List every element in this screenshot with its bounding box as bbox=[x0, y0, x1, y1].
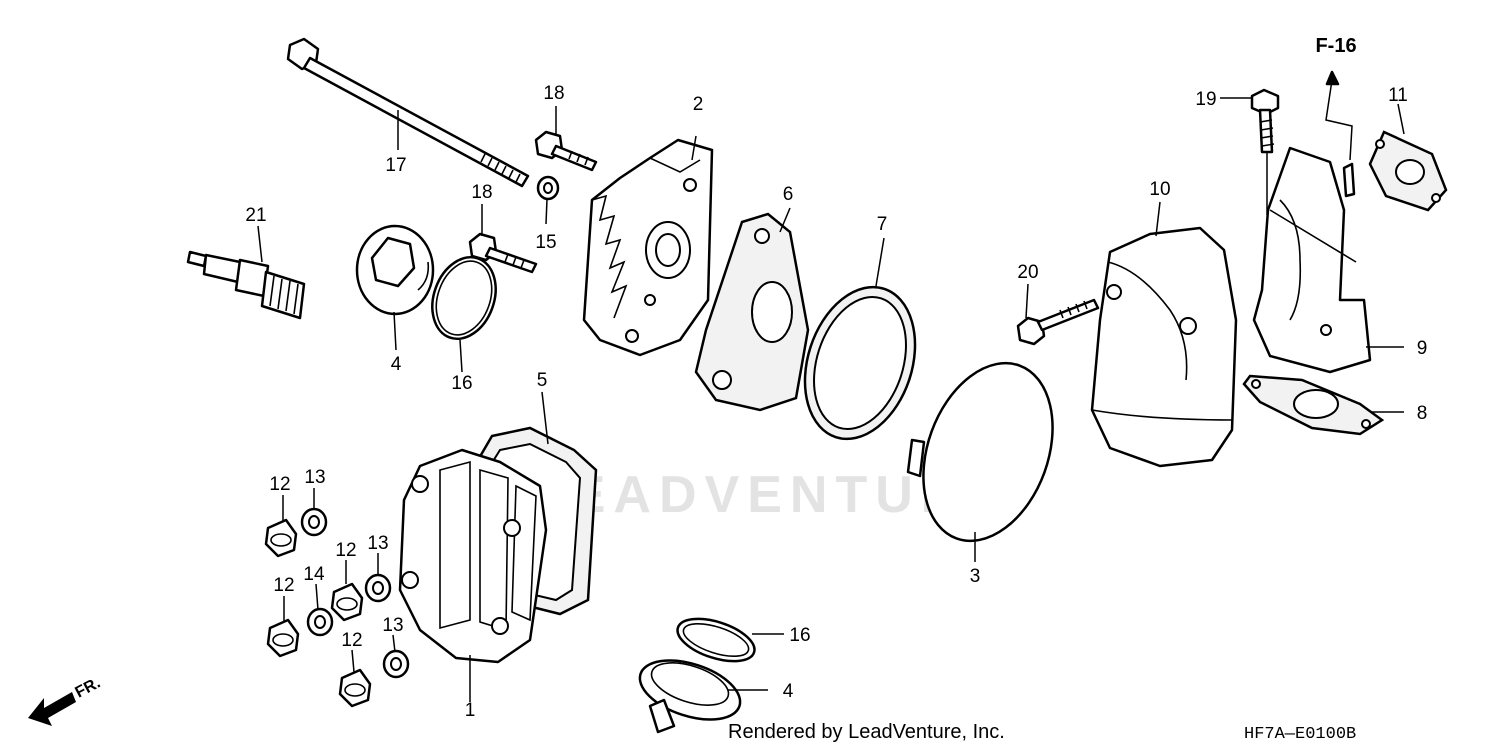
callout-4-lower: 4 bbox=[783, 681, 794, 702]
o-ring-7[interactable] bbox=[786, 273, 933, 454]
cover-3[interactable] bbox=[900, 345, 1076, 559]
manifold-9[interactable] bbox=[1252, 146, 1372, 374]
stud-bolt-17[interactable] bbox=[286, 37, 530, 188]
callout-8: 8 bbox=[1417, 403, 1428, 424]
bolt-18-lower[interactable] bbox=[468, 232, 538, 274]
callout-19: 19 bbox=[1195, 89, 1216, 110]
cap-nut-12-d[interactable] bbox=[338, 668, 372, 708]
gasket-8[interactable] bbox=[1242, 374, 1385, 436]
callout-15: 15 bbox=[535, 232, 556, 253]
callout-21: 21 bbox=[245, 205, 266, 226]
gasket-6[interactable] bbox=[694, 212, 810, 412]
footer-rendered-by: Rendered by LeadVenture, Inc. bbox=[728, 721, 1005, 743]
reference-arrow bbox=[1325, 70, 1353, 161]
callout-3: 3 bbox=[970, 566, 981, 587]
footer-diagram-code: HF7A—E0100B bbox=[1244, 725, 1356, 744]
callout-16-upper: 16 bbox=[451, 373, 472, 394]
callout-12-d: 12 bbox=[341, 630, 362, 651]
leader-lines bbox=[257, 97, 1405, 702]
cap-nut-12-a[interactable] bbox=[264, 518, 298, 558]
cap-nut-12-b[interactable] bbox=[330, 582, 364, 622]
washer-15[interactable] bbox=[536, 175, 560, 201]
callout-2: 2 bbox=[693, 94, 704, 115]
cap-4-lower[interactable] bbox=[633, 649, 748, 734]
o-ring-16-lower[interactable] bbox=[672, 611, 759, 670]
housing-10[interactable] bbox=[1090, 226, 1238, 468]
bolt-19[interactable] bbox=[1250, 88, 1280, 215]
callout-13-a: 13 bbox=[304, 467, 325, 488]
callout-7: 7 bbox=[877, 214, 888, 235]
o-ring-16-upper[interactable] bbox=[421, 248, 506, 347]
callout-18-lower: 18 bbox=[471, 182, 492, 203]
washer-14[interactable] bbox=[306, 607, 334, 637]
cylinder-head-2[interactable] bbox=[582, 138, 714, 357]
head-cover-1[interactable] bbox=[398, 448, 548, 664]
callout-13-b: 13 bbox=[367, 533, 388, 554]
callout-4-upper: 4 bbox=[391, 354, 402, 375]
callout-17: 17 bbox=[385, 155, 406, 176]
callout-20: 20 bbox=[1017, 262, 1038, 283]
gasket-11[interactable] bbox=[1368, 130, 1448, 212]
callout-12-a: 12 bbox=[269, 474, 290, 495]
callout-6: 6 bbox=[783, 184, 794, 205]
callout-10: 10 bbox=[1149, 179, 1170, 200]
washer-13-b[interactable] bbox=[364, 573, 392, 603]
front-direction-arrow: FR. bbox=[28, 674, 103, 726]
callout-18-upper: 18 bbox=[543, 83, 564, 104]
washer-13-a[interactable] bbox=[300, 507, 328, 537]
bolt-18-upper[interactable] bbox=[534, 130, 598, 172]
callout-12-b: 12 bbox=[335, 540, 356, 561]
callout-11: 11 bbox=[1388, 85, 1408, 106]
spark-plug-21[interactable] bbox=[186, 250, 306, 320]
callout-1: 1 bbox=[465, 700, 476, 721]
callout-5: 5 bbox=[537, 370, 548, 391]
reference-label: F-16 bbox=[1315, 35, 1356, 57]
callout-14: 14 bbox=[303, 564, 325, 585]
callout-9: 9 bbox=[1417, 338, 1428, 359]
washer-13-c[interactable] bbox=[382, 649, 410, 679]
bolt-20[interactable] bbox=[1016, 298, 1100, 346]
callout-13-c: 13 bbox=[382, 615, 403, 636]
direction-label: FR. bbox=[73, 674, 104, 701]
callout-16-lower: 16 bbox=[789, 625, 810, 646]
callout-12-c: 12 bbox=[273, 575, 294, 596]
cap-nut-12-c[interactable] bbox=[266, 618, 300, 658]
cap-4-upper[interactable] bbox=[355, 224, 435, 316]
